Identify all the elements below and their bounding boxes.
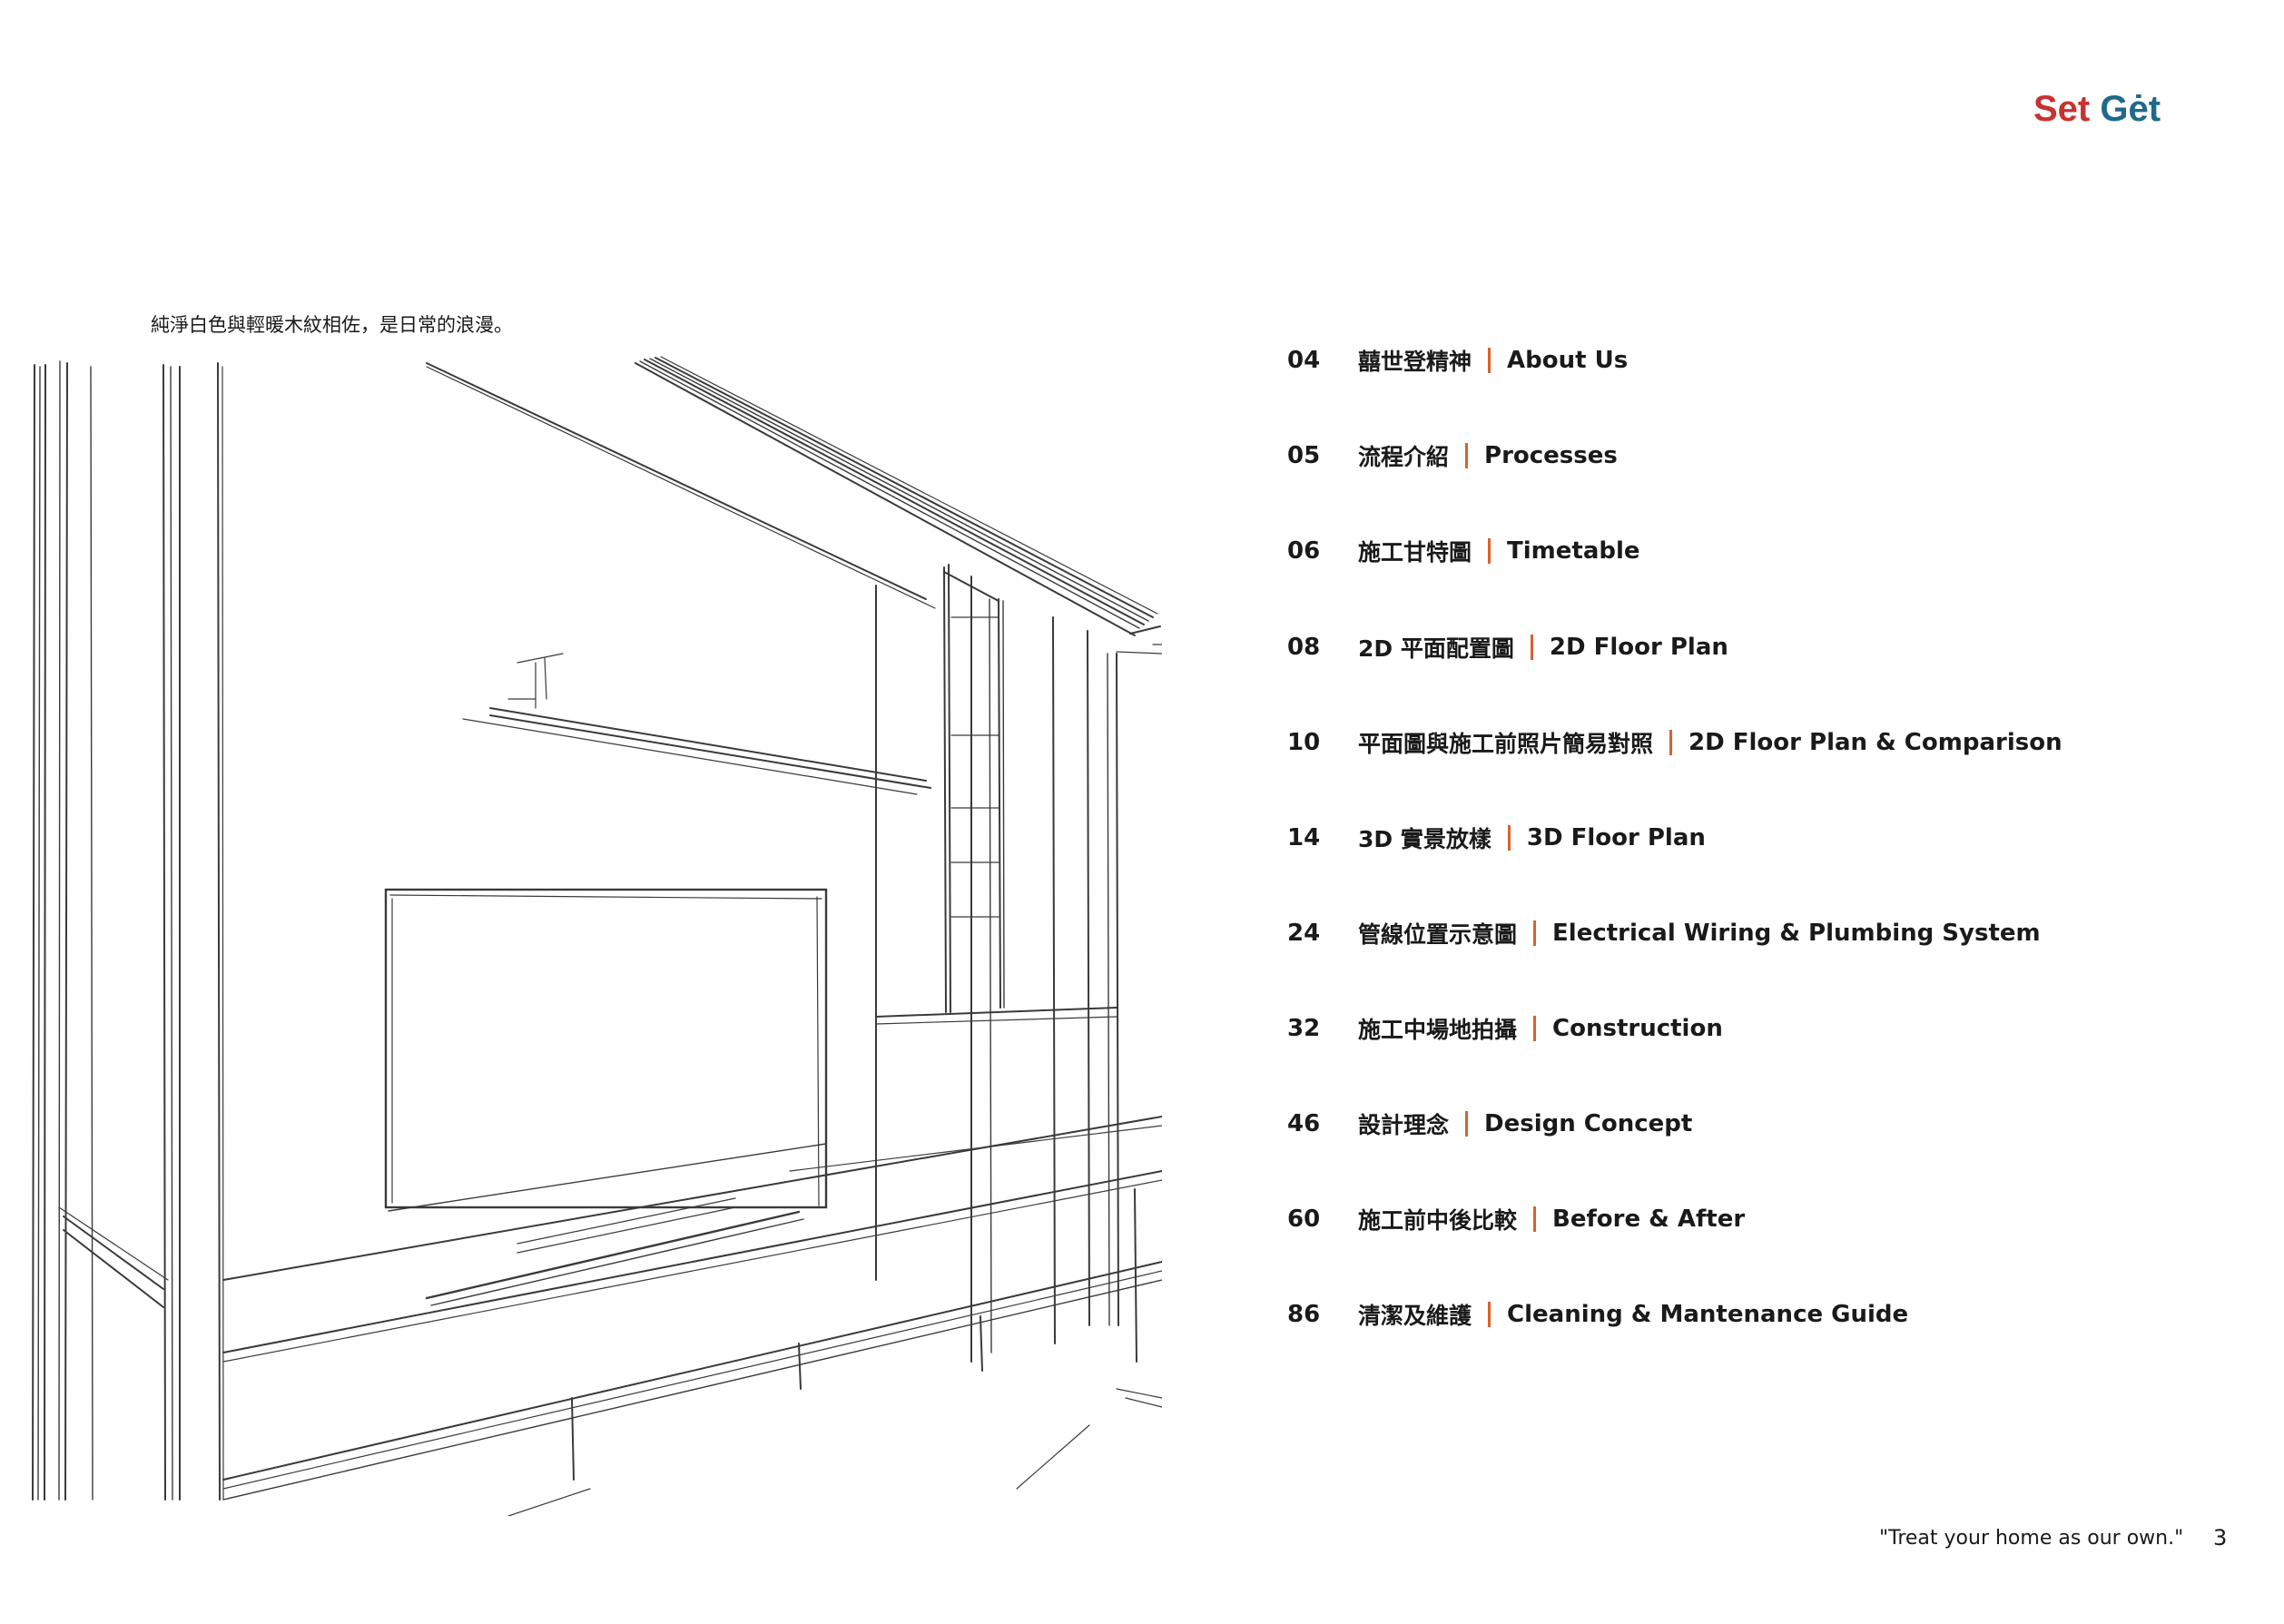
toc-page-number: 14 (1287, 824, 1321, 851)
toc-title-zh: 流程介紹 (1358, 444, 1450, 470)
toc-title-en: Processes (1484, 442, 1618, 469)
toc-separator (1669, 730, 1673, 755)
toc-page-number: 24 (1287, 920, 1321, 947)
toc-item[interactable]: 24 管線位置示意圖 Electrical Wiring & Plumbing … (1287, 910, 2041, 956)
toc-title-zh: 平面圖與施工前照片簡易對照 (1358, 731, 1654, 757)
footer-quote: "Treat your home as our own." (1879, 1527, 2184, 1550)
toc-page-number: 60 (1287, 1206, 1321, 1233)
toc-item[interactable]: 08 2D 平面配置圖 2D Floor Plan (1287, 625, 1728, 670)
sketch-caption: 純淨白色與輕暖木紋相佐，是日常的浪漫。 (151, 314, 513, 336)
toc-separator (1533, 920, 1537, 946)
toc-separator (1488, 1302, 1491, 1327)
toc-page-number: 04 (1287, 347, 1321, 374)
toc-separator (1530, 635, 1533, 660)
toc-title-zh: 施工中場地拍攝 (1358, 1017, 1518, 1043)
toc-item[interactable]: 86 清潔及維護 Cleaning & Mantenance Guide (1287, 1292, 1908, 1337)
toc-separator (1488, 348, 1491, 373)
page-number: 3 (2213, 1525, 2228, 1550)
logo-set-text: Set (2033, 89, 2091, 129)
toc-item[interactable]: 10 平面圖與施工前照片簡易對照 2D Floor Plan & Compari… (1287, 720, 2062, 765)
toc-title-en: Electrical Wiring & Plumbing System (1552, 920, 2041, 947)
toc-title-zh: 囍世登精神 (1358, 349, 1472, 375)
toc-title-zh: 設計理念 (1358, 1112, 1450, 1138)
toc-page-number: 10 (1287, 729, 1321, 756)
toc-item[interactable]: 05 流程介紹 Processes (1287, 433, 1618, 478)
toc-title-zh: 管線位置示意圖 (1358, 921, 1518, 948)
toc-title-en: About Us (1507, 347, 1629, 374)
toc-item[interactable]: 32 施工中場地拍攝 Construction (1287, 1006, 1723, 1051)
toc-title-zh: 施工甘特圖 (1358, 539, 1472, 566)
toc-title-en: 3D Floor Plan (1526, 824, 1706, 851)
toc-title-en: Cleaning & Mantenance Guide (1507, 1301, 1909, 1328)
toc-title-en: Construction (1552, 1015, 1723, 1042)
toc-page-number: 05 (1287, 442, 1321, 469)
interior-sketch-illustration (32, 356, 1162, 1516)
toc-title-en: Before & After (1552, 1206, 1746, 1233)
toc-page-number: 32 (1287, 1015, 1321, 1042)
setget-logo: Set Gėt (2033, 89, 2161, 130)
toc-page-number: 86 (1287, 1301, 1321, 1328)
toc-item[interactable]: 14 3D 實景放樣 3D Floor Plan (1287, 815, 1706, 861)
logo-get-text: Gėt (2100, 89, 2161, 129)
toc-title-zh: 3D 實景放樣 (1358, 826, 1491, 852)
toc-title-en: 2D Floor Plan & Comparison (1688, 729, 2062, 756)
toc-title-en: Design Concept (1484, 1110, 1693, 1137)
toc-title-zh: 2D 平面配置圖 (1358, 635, 1514, 662)
toc-item[interactable]: 06 施工甘特圖 Timetable (1287, 528, 1640, 574)
toc-title-en: 2D Floor Plan (1549, 634, 1728, 661)
toc-item[interactable]: 60 施工前中後比較 Before & After (1287, 1196, 1745, 1242)
toc-title-zh: 清潔及維護 (1358, 1303, 1472, 1329)
toc-title-en: Timetable (1507, 537, 1640, 565)
toc-separator (1507, 825, 1511, 851)
toc-page-number: 08 (1287, 634, 1321, 661)
toc-title-zh: 施工前中後比較 (1358, 1207, 1518, 1234)
toc-separator (1465, 1111, 1469, 1137)
toc-separator (1488, 538, 1491, 564)
toc-page-number: 46 (1287, 1110, 1321, 1137)
toc-page-number: 06 (1287, 537, 1321, 565)
toc-item[interactable]: 04 囍世登精神 About Us (1287, 338, 1628, 383)
toc-item[interactable]: 46 設計理念 Design Concept (1287, 1101, 1692, 1147)
toc-separator (1465, 443, 1469, 468)
toc-separator (1533, 1206, 1537, 1232)
toc-separator (1533, 1016, 1537, 1041)
